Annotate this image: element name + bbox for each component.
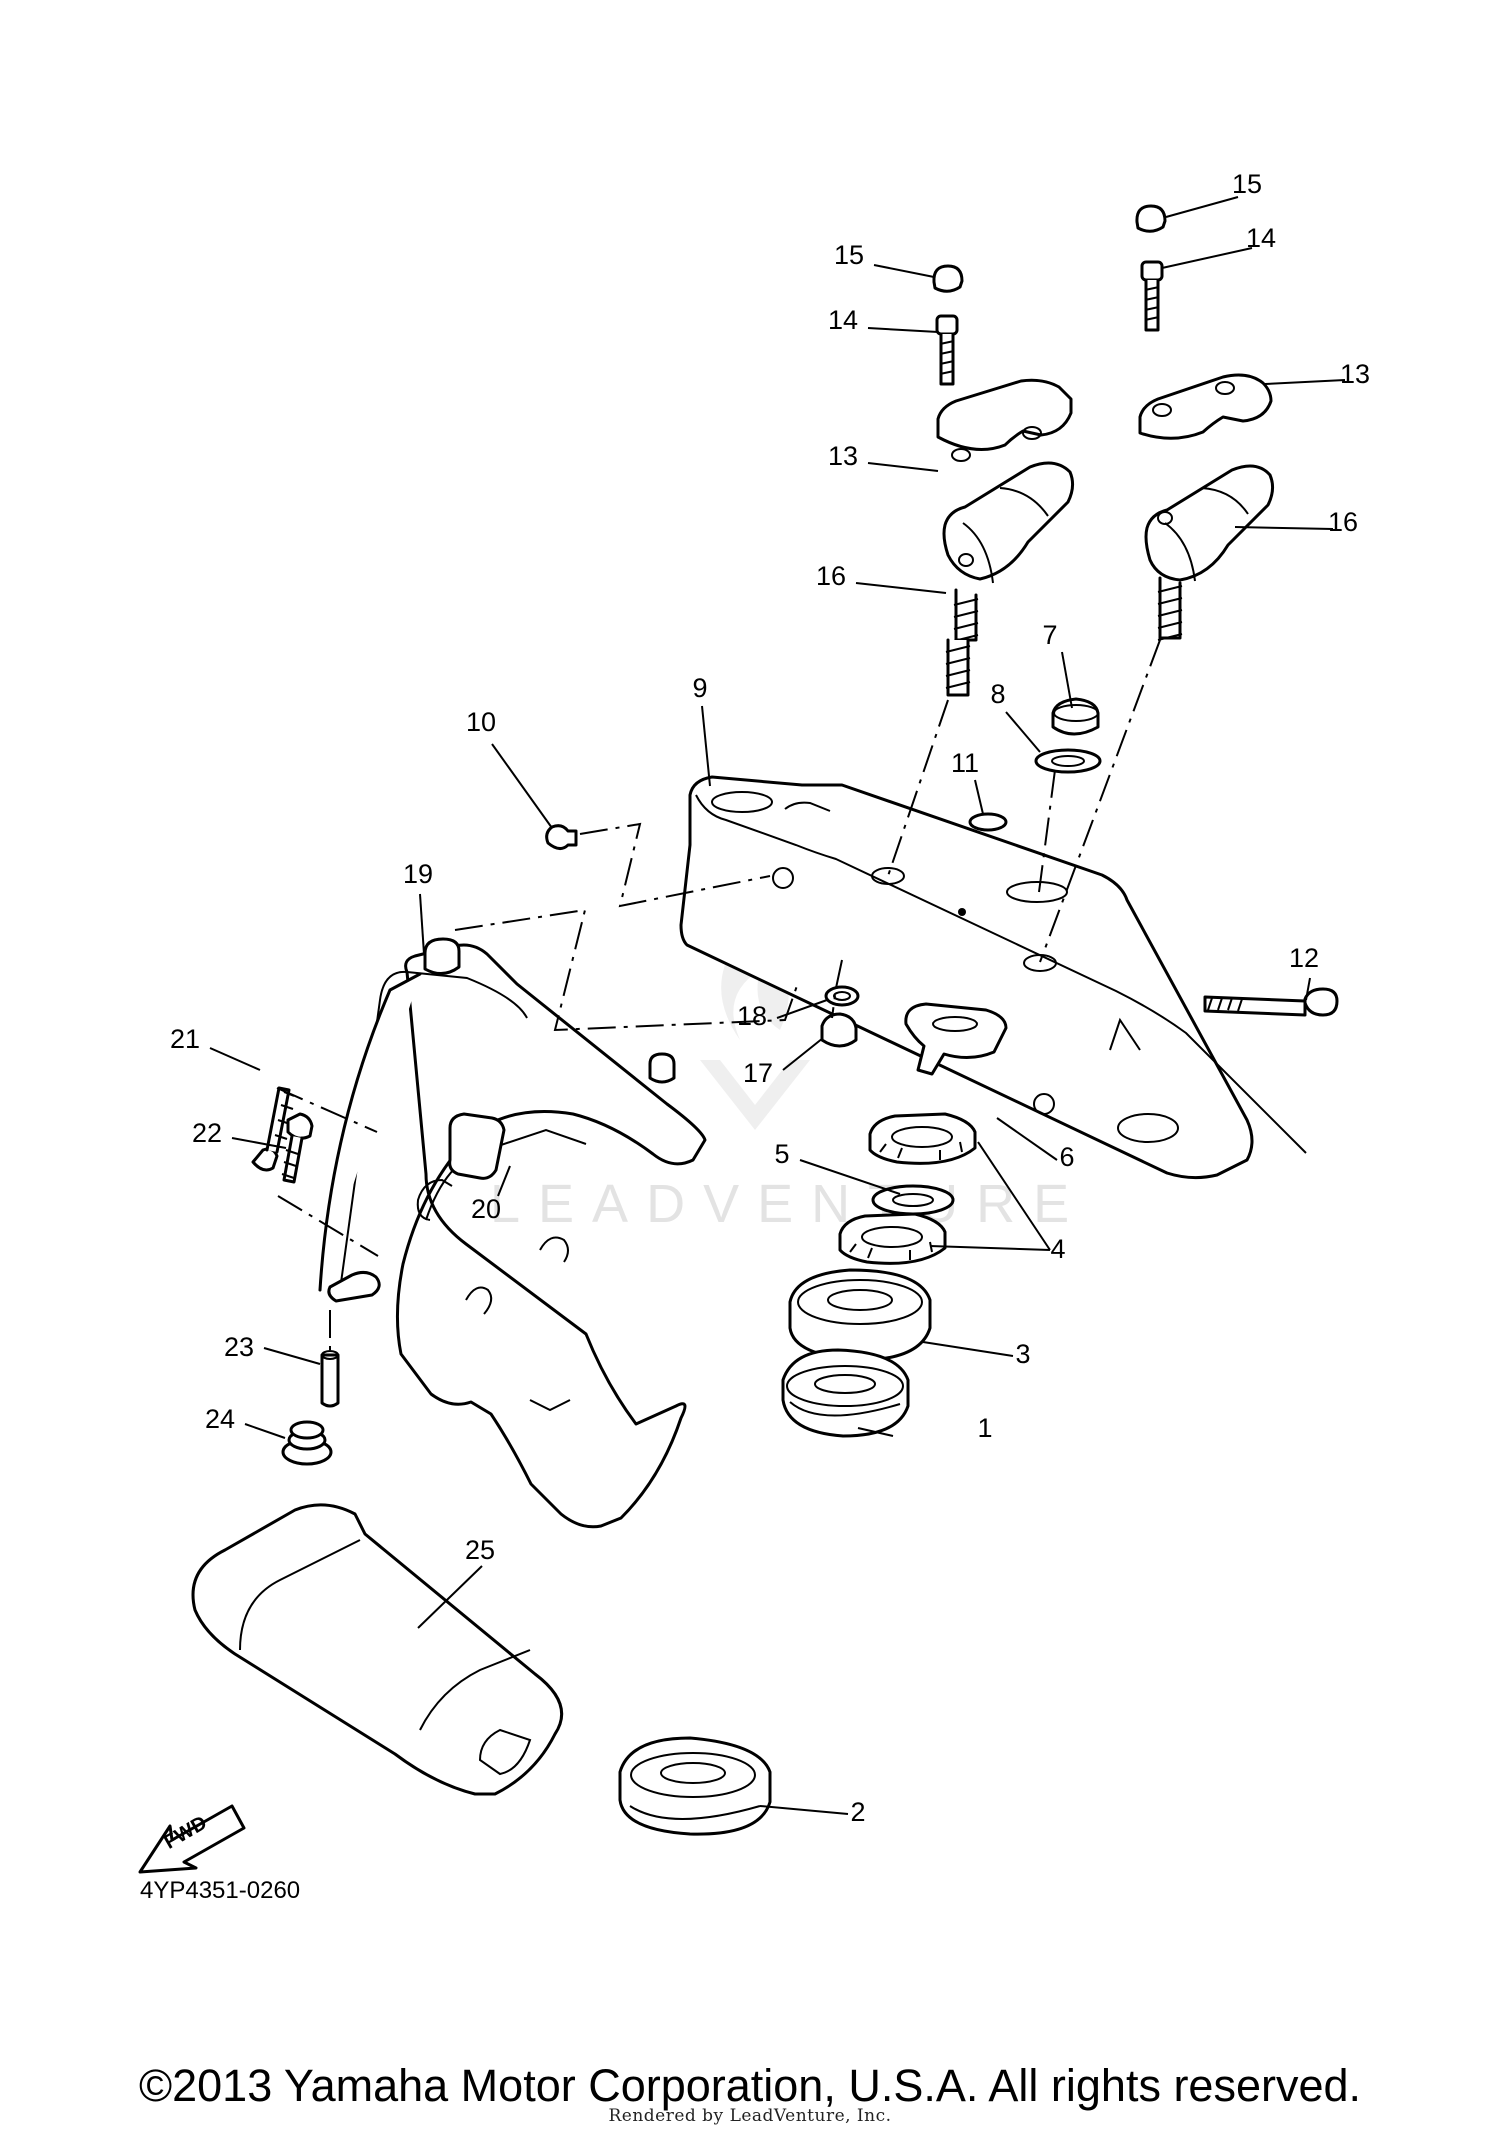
callout-8: 8	[990, 679, 1005, 709]
callout-11: 11	[951, 748, 979, 778]
callout-1: 1	[977, 1413, 992, 1443]
callout-7: 7	[1042, 620, 1057, 650]
ring-nut-4-lower	[838, 1212, 947, 1265]
callout-9: 9	[692, 673, 707, 703]
callout-15: 15	[1232, 169, 1262, 199]
callout-12: 12	[1289, 943, 1319, 973]
figure-code: 4YP4351-0260	[140, 1877, 300, 1904]
callout-24: 24	[205, 1404, 235, 1434]
watermark: LEADVENTURE	[490, 920, 1087, 1234]
rendered-by-notice: Rendered by LeadVenture, Inc.	[608, 2106, 892, 2126]
callout-13: 13	[828, 441, 858, 471]
holder-upper-13-left	[936, 378, 1073, 462]
callout-25: 25	[465, 1535, 495, 1565]
bolt-14-left	[935, 314, 959, 386]
bearing-2	[618, 1736, 772, 1836]
callout-22: 22	[192, 1118, 222, 1148]
dust-seal-3	[788, 1268, 932, 1362]
fwd-arrow-icon: FWD	[138, 1804, 246, 1874]
cover-25	[191, 1503, 564, 1796]
bolt-14-right	[1140, 260, 1164, 332]
upper-bracket-9	[679, 775, 1307, 1180]
watermark-text: LEADVENTURE	[490, 1174, 1087, 1234]
nut-7	[1051, 697, 1100, 736]
leader-lines	[209, 196, 1346, 1815]
washer-6	[904, 1002, 1008, 1076]
washer-18	[824, 985, 860, 1007]
callout-21: 21	[170, 1024, 200, 1054]
bearing-1	[781, 1348, 910, 1438]
holder-lower-16-right	[1144, 464, 1275, 641]
callout-13: 13	[1340, 359, 1370, 389]
callout-14: 14	[828, 305, 858, 335]
bolt-10	[545, 824, 578, 850]
callout-14: 14	[1246, 223, 1276, 253]
callout-4: 4	[1050, 1234, 1065, 1264]
callout-5: 5	[774, 1139, 789, 1169]
callout-19: 19	[403, 859, 433, 889]
headlight-cover-19	[318, 937, 707, 1529]
bolt-12	[1203, 987, 1339, 1017]
callout-2: 2	[850, 1797, 865, 1827]
collar-23	[320, 1350, 340, 1408]
nut-17	[820, 1012, 858, 1048]
washer-5	[871, 1184, 955, 1216]
washer-11	[968, 812, 1008, 832]
callout-20: 20	[471, 1194, 501, 1224]
callout-6: 6	[1059, 1142, 1074, 1172]
callout-16: 16	[1328, 507, 1358, 537]
bolt-21	[251, 1086, 295, 1172]
callout-16: 16	[816, 561, 846, 591]
copyright-notice: ©2013 Yamaha Motor Corporation, U.S.A. A…	[138, 2060, 1362, 2111]
callout-17: 17	[743, 1058, 773, 1088]
callout-3: 3	[1015, 1339, 1030, 1369]
callout-18: 18	[737, 1001, 767, 1031]
cap-15-right	[1135, 204, 1167, 233]
holder-upper-13-right	[1138, 373, 1273, 440]
cap-15-left	[932, 264, 964, 293]
bolt-22	[281, 1112, 314, 1184]
callout-15: 15	[834, 240, 864, 270]
assembly-lines	[276, 639, 1161, 1352]
washer-8	[1034, 748, 1102, 774]
callout-23: 23	[224, 1332, 254, 1362]
callout-10: 10	[466, 707, 496, 737]
holder-lower-16-left	[942, 461, 1075, 697]
grommet-24	[281, 1420, 333, 1466]
ring-nut-4-upper	[868, 1112, 977, 1165]
